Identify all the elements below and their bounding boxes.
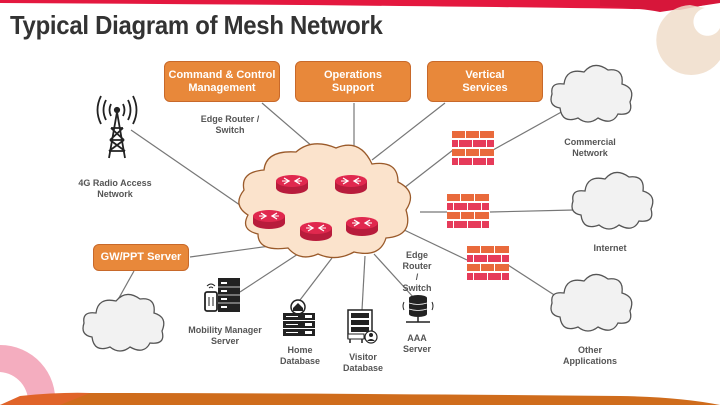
mesh-core-cloud <box>238 143 412 259</box>
bottom-orange-swoosh-light <box>0 392 90 405</box>
radio-access-label: 4G Radio Access Network <box>78 178 152 199</box>
firewall-icon <box>467 246 509 280</box>
page-title: Typical Diagram of Mesh Network <box>10 10 383 40</box>
internet-cloud-icon <box>571 171 654 230</box>
aaa-server-icon <box>402 295 434 323</box>
router-icon <box>275 174 309 195</box>
edge-router-label-bottom: Edge Router / Switch <box>402 250 432 293</box>
link-vertical <box>371 102 446 161</box>
link-internet <box>489 209 575 213</box>
firewall-icon <box>452 131 494 165</box>
home-database-icon <box>283 299 315 336</box>
link-mobility <box>239 253 299 293</box>
top-red-swoosh-tip <box>600 0 720 12</box>
commercial-cloud-icon <box>550 64 633 123</box>
aaa-server-label: AAA Server <box>402 333 432 354</box>
link-firewall-other <box>399 227 468 261</box>
router-icon <box>252 209 286 230</box>
mobility-server-icon <box>204 278 240 312</box>
home-database-label: Home Database <box>279 345 321 366</box>
firewall-icon <box>447 194 489 228</box>
router-icon <box>299 221 333 242</box>
bottom-orange-swoosh <box>0 393 720 405</box>
link-home <box>299 257 333 301</box>
operations-support-box[interactable]: Operations Support <box>295 61 411 102</box>
edge-router-label-top: Edge Router / Switch <box>200 114 260 135</box>
link-visitor <box>361 255 366 311</box>
visitor-database-icon <box>347 309 378 344</box>
link-firewall-commercial <box>403 149 454 189</box>
link-aaa <box>373 253 415 299</box>
commercial-network-label: Commercial Network <box>564 137 616 158</box>
mobility-manager-label: Mobility Manager Server <box>188 325 262 346</box>
gw-cloud-icon <box>82 293 165 352</box>
vertical-services-box[interactable]: Vertical Services <box>427 61 543 102</box>
other-applications-label: Other Applications <box>562 345 617 366</box>
visitor-database-label: Visitor Database <box>342 352 384 373</box>
router-icon <box>345 216 379 237</box>
router-icon <box>334 174 368 195</box>
radio-tower-icon <box>96 95 138 159</box>
top-red-swoosh <box>0 0 720 10</box>
gw-ppt-server-box[interactable]: GW/PPT Server <box>93 244 189 271</box>
link-commercial <box>492 109 566 151</box>
other-apps-cloud-icon <box>550 273 633 332</box>
bottom-left-ring <box>0 344 56 405</box>
link-radio <box>130 129 251 213</box>
top-right-ring <box>656 5 720 75</box>
link-gw <box>189 245 271 258</box>
link-other <box>507 264 563 301</box>
internet-label: Internet <box>593 243 627 253</box>
command-control-box[interactable]: Command & Control Management <box>164 61 280 102</box>
